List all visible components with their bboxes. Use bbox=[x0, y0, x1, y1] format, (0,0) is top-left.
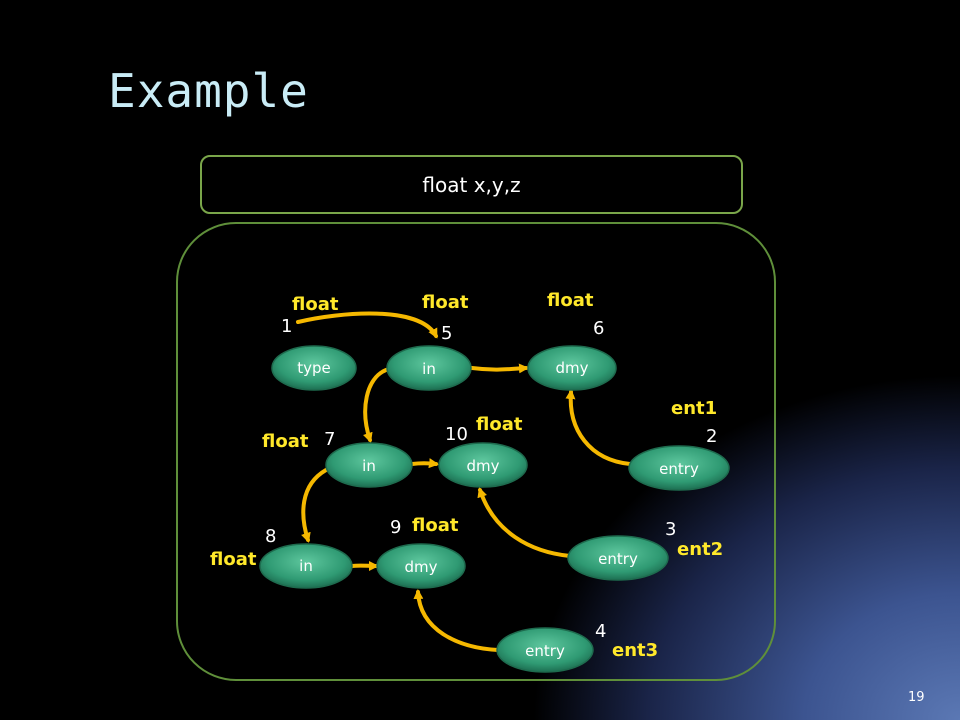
num-3: 3 bbox=[665, 519, 676, 540]
node-entry-3: entry bbox=[567, 535, 669, 581]
node-entry-2: entry bbox=[628, 445, 730, 491]
edge-in-to-dmy bbox=[470, 363, 529, 374]
node-entry-4: entry bbox=[496, 627, 594, 673]
node-dmy-10: dmy bbox=[438, 442, 528, 488]
num-6: 6 bbox=[593, 318, 604, 339]
declaration-text: float x,y,z bbox=[422, 172, 521, 197]
node-dmy-9: dmy bbox=[376, 543, 466, 589]
ent1-label: ent1 bbox=[671, 398, 717, 419]
edge-entry3-to-dmy3 bbox=[413, 589, 500, 652]
num-7: 7 bbox=[324, 429, 335, 450]
num-10: 10 bbox=[445, 424, 468, 445]
node-in-7-label: in bbox=[362, 457, 376, 475]
num-5: 5 bbox=[441, 323, 452, 344]
node-in-5: in bbox=[386, 345, 472, 391]
node-dmy-6: dmy bbox=[527, 345, 617, 391]
ent2-label: ent2 bbox=[677, 539, 723, 560]
ent3-label: ent3 bbox=[612, 640, 658, 661]
node-type: type bbox=[271, 345, 357, 391]
node-dmy-10-label: dmy bbox=[466, 457, 499, 475]
float-label-type: float bbox=[292, 294, 339, 315]
declaration-box: float x,y,z bbox=[200, 155, 743, 214]
float-label-dmy-10: float bbox=[476, 414, 523, 435]
node-dmy-6-label: dmy bbox=[555, 359, 588, 377]
edge-entry2-to-dmy2 bbox=[477, 487, 572, 558]
page-title: Example bbox=[108, 64, 309, 118]
node-type-label: type bbox=[297, 359, 331, 377]
num-8: 8 bbox=[265, 526, 276, 547]
edge-entry1-to-dmy bbox=[565, 389, 632, 466]
float-label-in-7: float bbox=[262, 431, 309, 452]
num-1: 1 bbox=[281, 316, 292, 337]
graph-container bbox=[176, 222, 776, 681]
edge-in-to-in bbox=[363, 368, 388, 443]
edge-in2-to-in3 bbox=[301, 468, 328, 543]
node-in-5-label: in bbox=[422, 360, 436, 378]
edge-in2-to-dmy2 bbox=[410, 458, 439, 469]
num-4: 4 bbox=[595, 621, 606, 642]
node-entry-3-label: entry bbox=[598, 550, 638, 568]
float-label-dmy-6: float bbox=[547, 290, 594, 311]
node-in-7: in bbox=[325, 442, 413, 488]
float-label-in-5: float bbox=[422, 292, 469, 313]
float-label-in-8: float bbox=[210, 549, 257, 570]
node-entry-4-label: entry bbox=[525, 642, 565, 660]
node-in-8-label: in bbox=[299, 557, 313, 575]
node-in-8: in bbox=[259, 543, 353, 589]
float-label-dmy-9: float bbox=[412, 515, 459, 536]
edge-type-to-in bbox=[296, 311, 438, 339]
node-dmy-9-label: dmy bbox=[404, 558, 437, 576]
num-9: 9 bbox=[390, 517, 401, 538]
edges bbox=[296, 311, 632, 652]
page-number: 19 bbox=[908, 690, 925, 705]
node-entry-2-label: entry bbox=[659, 460, 699, 478]
num-2: 2 bbox=[706, 426, 717, 447]
